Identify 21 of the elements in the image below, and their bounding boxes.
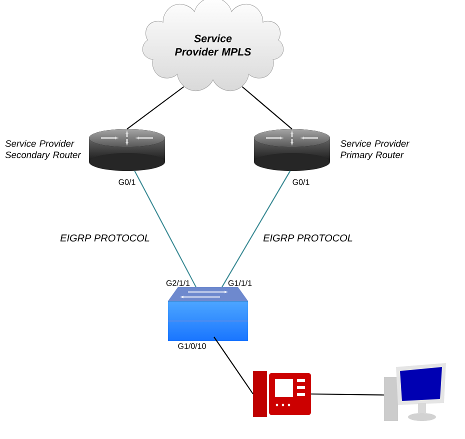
connector-line [134, 170, 196, 288]
computer-icon [384, 363, 446, 421]
device-label: Service Provider Primary Router [340, 140, 410, 160]
connector-line [222, 170, 291, 288]
edge-label: EIGRP PROTOCOL [58, 233, 152, 243]
port-label: G2/1/1 [166, 280, 190, 286]
router-icon [89, 129, 165, 171]
connector-line [242, 86, 292, 130]
port-label: G1/1/1 [228, 280, 252, 286]
edge-label: EIGRP PROTOCOL [262, 233, 354, 243]
connector-line [126, 86, 184, 130]
connector-line [310, 393, 384, 396]
device-label: Service Provider Secondary Router [5, 140, 82, 160]
switch-icon [168, 287, 248, 341]
connector-line [214, 336, 254, 394]
cloud: Service Provider MPLS [142, 0, 284, 92]
port-label: G0/1 [292, 179, 310, 185]
router-icon [254, 129, 330, 171]
port-label: G1/0/10 [178, 343, 206, 349]
port-label: G0/1 [118, 179, 136, 185]
phone-icon [253, 371, 311, 417]
